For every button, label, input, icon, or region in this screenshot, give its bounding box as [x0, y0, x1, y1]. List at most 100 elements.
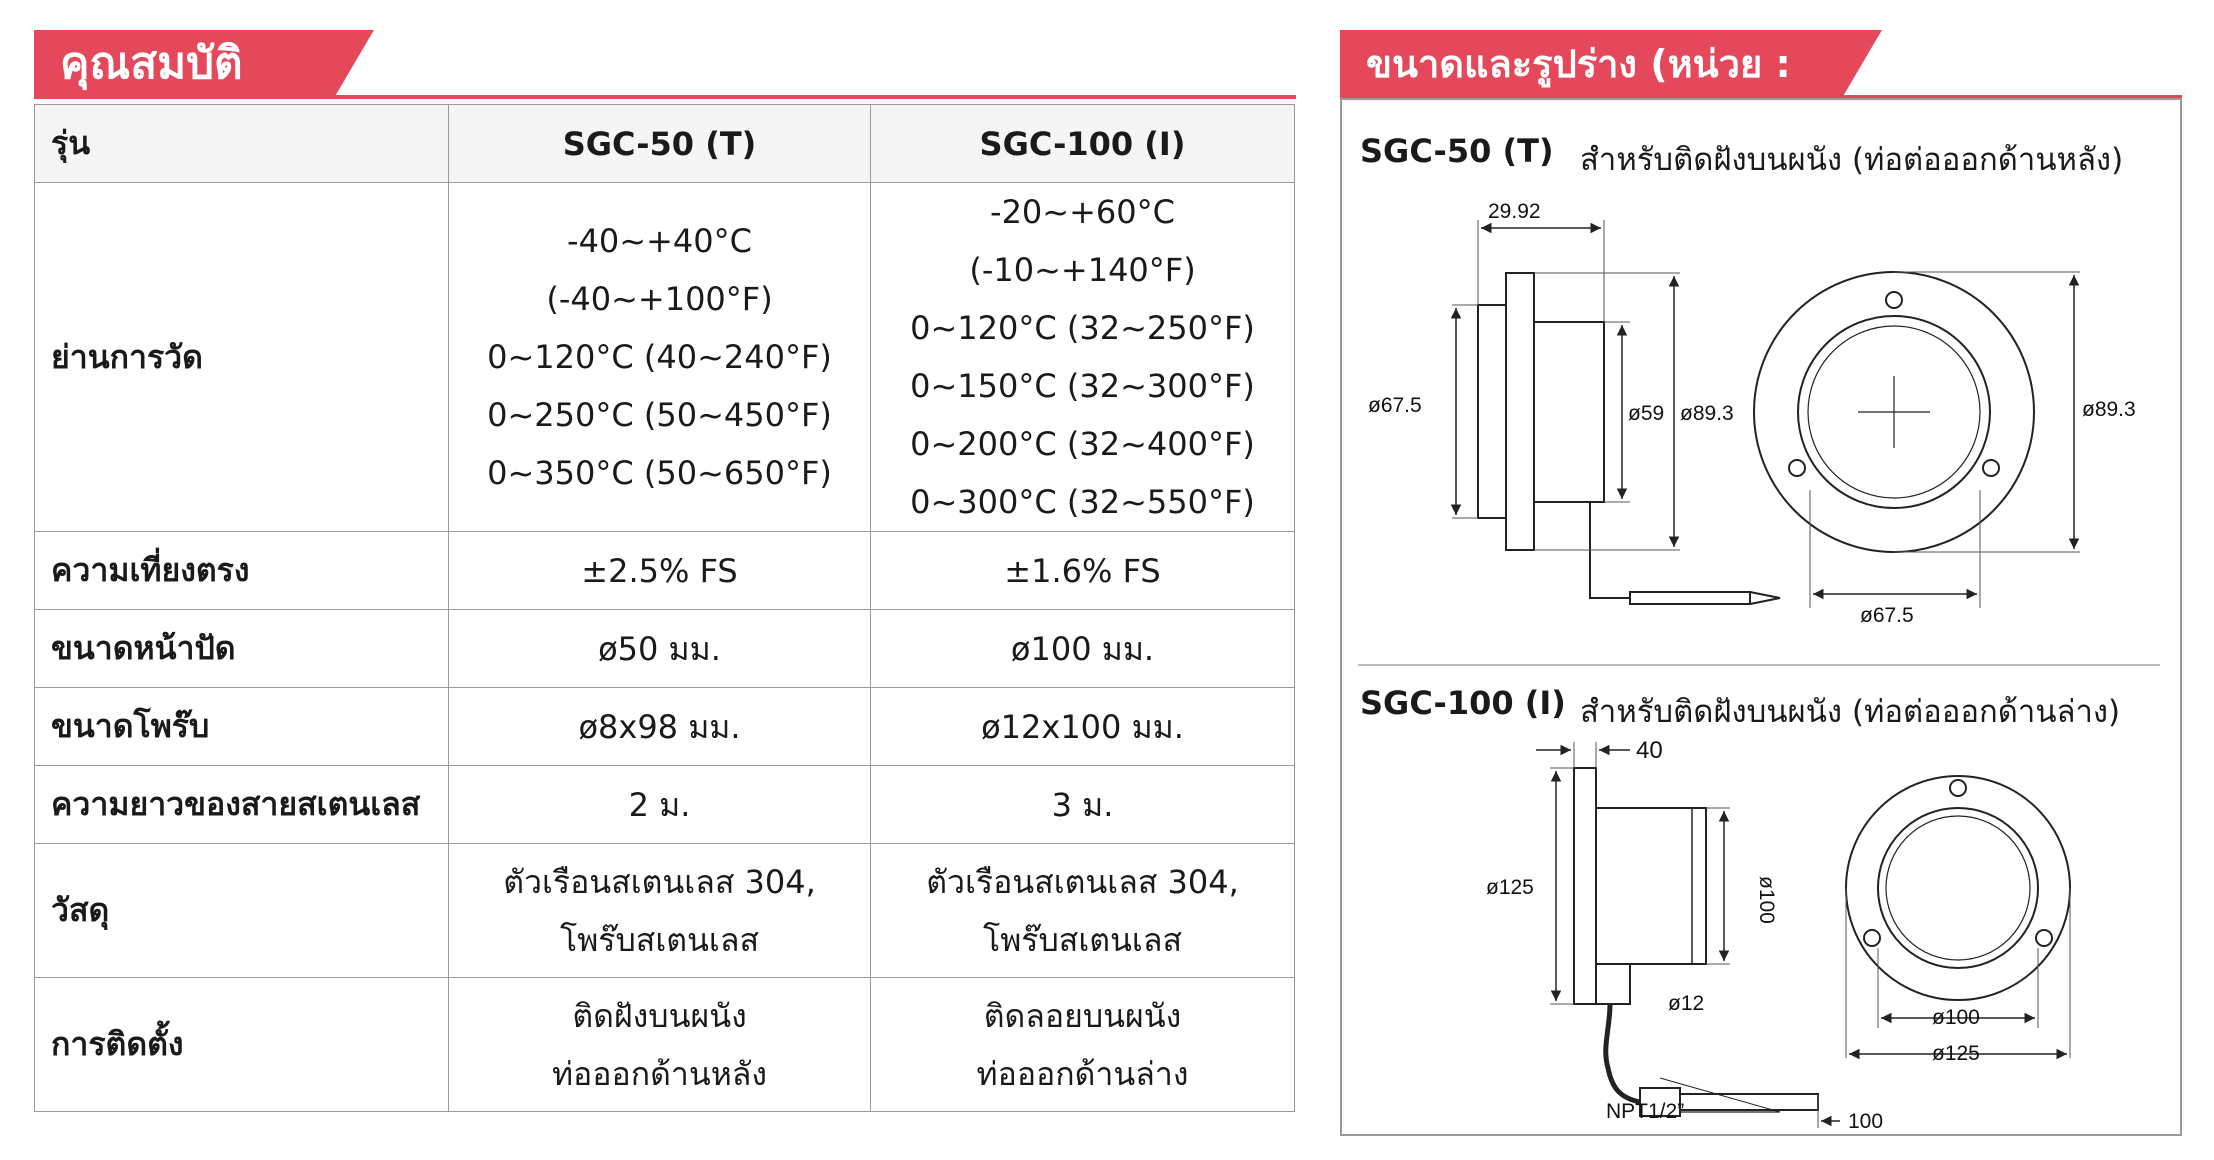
row-label-range: ย่านการวัด	[34, 182, 449, 532]
side-flange	[1505, 272, 1535, 551]
dim-label: ø67.5	[1368, 394, 1422, 417]
table-row-range: ย่านการวัด -40~+40°C (-40~+100°F) 0~120°…	[34, 182, 1295, 532]
dim-label: 40	[1636, 737, 1663, 764]
dim-label: ø125	[1486, 876, 1534, 899]
row-label-accuracy: ความเที่ยงตรง	[34, 531, 449, 610]
probe-tip	[1749, 591, 1781, 605]
range-sgc100: -20~+60°C (-10~+140°F) 0~120°C (32~250°F…	[870, 182, 1295, 532]
properties-rule	[34, 95, 1296, 99]
dimensions-header: ขนาดและรูปร่าง (หน่วย : มม.)	[1340, 30, 2182, 154]
dim-label: NPT1/2”	[1606, 1100, 1684, 1123]
row-label-dial: ขนาดหน้าปัด	[34, 609, 449, 688]
diagram1-model: SGC-50 (T)	[1360, 132, 1554, 170]
install-line: ท่อออกด้านหลัง	[551, 1054, 768, 1093]
dial-sgc50: ø50 มม.	[448, 609, 871, 688]
dimension-panel	[1340, 98, 2182, 1136]
side-probe	[1679, 1093, 1819, 1111]
row-label-material: วัสดุ	[34, 843, 449, 978]
accuracy-sgc100: ±1.6% FS	[870, 531, 1295, 610]
material-sgc100: ตัวเรือนสเตนเลส 304, โพร๊บสเตนเลส	[870, 843, 1295, 978]
cable-sgc50: 2 ม.	[448, 765, 871, 844]
table-row-probe: ขนาดโพร๊บ ø8x98 มม. ø12x100 มม.	[34, 687, 1295, 766]
dim-label: ø100	[1755, 876, 1778, 924]
side-flange	[1573, 767, 1597, 1005]
cable-sgc100: 3 ม.	[870, 765, 1295, 844]
mount-hole	[1949, 779, 1967, 797]
capillary	[1603, 1003, 1641, 1105]
mount-hole	[2035, 929, 2053, 947]
material-line: โพร๊บสเตนเลส	[983, 920, 1182, 959]
side-body	[1595, 807, 1707, 965]
range-line: -40~+40°C (-40~+100°F)	[546, 222, 773, 318]
material-sgc50: ตัวเรือนสเตนเลส 304, โพร๊บสเตนเลส	[448, 843, 871, 978]
table-row-model: รุ่น SGC-50 (T) SGC-100 (I)	[34, 104, 1295, 183]
dim-label: 100	[1848, 1110, 1883, 1133]
diagram2-drawing: 40 ø125 ø100 ø12 NPT1/2” 100 ø100 ø125	[1486, 737, 2071, 1133]
dim-label: 29.92	[1488, 200, 1541, 223]
table-row-cable: ความยาวของสายสเตนเลส 2 ม. 3 ม.	[34, 765, 1295, 844]
range-line: 0~250°C (50~450°F)	[487, 396, 832, 434]
side-bezel	[1691, 807, 1707, 965]
install-sgc100: ติดลอยบนผนัง ท่อออกด้านล่าง	[870, 977, 1295, 1112]
install-sgc50: ติดฝังบนผนัง ท่อออกด้านหลัง	[448, 977, 871, 1112]
range-line: -20~+60°C (-10~+140°F)	[969, 193, 1196, 289]
dim-label: ø125	[1932, 1042, 1980, 1065]
row-label-probe: ขนาดโพร๊บ	[34, 687, 449, 766]
dim-label: ø100	[1932, 1006, 1980, 1029]
install-line: ติดลอยบนผนัง	[983, 996, 1182, 1035]
row-label-cable: ความยาวของสายสเตนเลส	[34, 765, 449, 844]
install-line: ท่อออกด้านล่าง	[976, 1054, 1189, 1093]
range-line: 0~350°C (50~650°F)	[487, 454, 832, 492]
dimensions-rule	[1340, 95, 2182, 99]
accuracy-sgc50: ±2.5% FS	[448, 531, 871, 610]
material-line: ตัวเรือนสเตนเลส 304,	[503, 862, 816, 901]
front-flange	[1845, 775, 2071, 1001]
table-row-material: วัสดุ ตัวเรือนสเตนเลส 304, โพร๊บสเตนเลส …	[34, 843, 1295, 978]
material-line: โพร๊บสเตนเลส	[560, 920, 759, 959]
table-row-accuracy: ความเที่ยงตรง ±2.5% FS ±1.6% FS	[34, 531, 1295, 610]
dim-label: ø89.3	[2082, 398, 2136, 421]
mount-hole	[1885, 291, 1903, 309]
mount-hole	[1863, 929, 1881, 947]
mount-hole	[1982, 459, 2000, 477]
dimensions-title: ขนาดและรูปร่าง (หน่วย : มม.)	[1340, 30, 1882, 154]
row-label-install: การติดตั้ง	[34, 977, 449, 1112]
model-sgc50: SGC-50 (T)	[448, 104, 871, 183]
properties-header: คุณสมบัติ	[34, 30, 1296, 100]
dim-label: ø12	[1668, 992, 1704, 1015]
side-probe	[1629, 591, 1751, 605]
side-connector	[1595, 963, 1631, 1005]
dim-label: ø67.5	[1860, 604, 1914, 627]
table-row-dial: ขนาดหน้าปัด ø50 มม. ø100 มม.	[34, 609, 1295, 688]
install-line: ติดฝังบนผนัง	[572, 996, 747, 1035]
properties-title: คุณสมบัติ	[34, 30, 374, 98]
mount-hole	[1788, 459, 1806, 477]
range-line: 0~200°C (32~400°F)	[910, 425, 1255, 463]
diagram2-desc: สำหรับติดฝังบนผนัง (ท่อต่อออกด้านล่าง)	[1580, 694, 2121, 730]
spec-table: รุ่น SGC-50 (T) SGC-100 (I) ย่านการวัด -…	[34, 104, 1295, 1112]
front-dial	[1885, 815, 2031, 961]
table-row-install: การติดตั้ง ติดฝังบนผนัง ท่อออกด้านหลัง ต…	[34, 977, 1295, 1112]
probe-sgc50: ø8x98 มม.	[448, 687, 871, 766]
range-line: 0~300°C (32~550°F)	[910, 483, 1255, 521]
diagram1-drawing: 29.92 ø67.5 ø59 ø89.3 ø89.3 ø67.5	[1368, 200, 2136, 627]
diagram2-model: SGC-100 (I)	[1360, 684, 1566, 722]
front-bezel	[1877, 807, 2039, 969]
side-body	[1533, 321, 1605, 503]
diagram1-desc: สำหรับติดฝังบนผนัง (ท่อต่อออกด้านหลัง)	[1580, 142, 2124, 178]
range-line: 0~150°C (32~300°F)	[910, 367, 1255, 405]
diagram-divider	[1358, 664, 2160, 666]
model-sgc100: SGC-100 (I)	[870, 104, 1295, 183]
capillary	[1589, 502, 1630, 599]
range-sgc50: -40~+40°C (-40~+100°F) 0~120°C (40~240°F…	[448, 182, 871, 532]
front-bezel	[1797, 315, 1991, 509]
side-face	[1477, 304, 1507, 519]
dial-sgc100: ø100 มม.	[870, 609, 1295, 688]
row-label-model: รุ่น	[34, 104, 449, 183]
range-line: 0~120°C (32~250°F)	[910, 309, 1255, 347]
dim-label: ø89.3	[1680, 402, 1734, 425]
dim-label: ø59	[1628, 402, 1664, 425]
material-line: ตัวเรือนสเตนเลส 304,	[926, 862, 1239, 901]
range-line: 0~120°C (40~240°F)	[487, 338, 832, 376]
front-dial	[1807, 325, 1981, 499]
